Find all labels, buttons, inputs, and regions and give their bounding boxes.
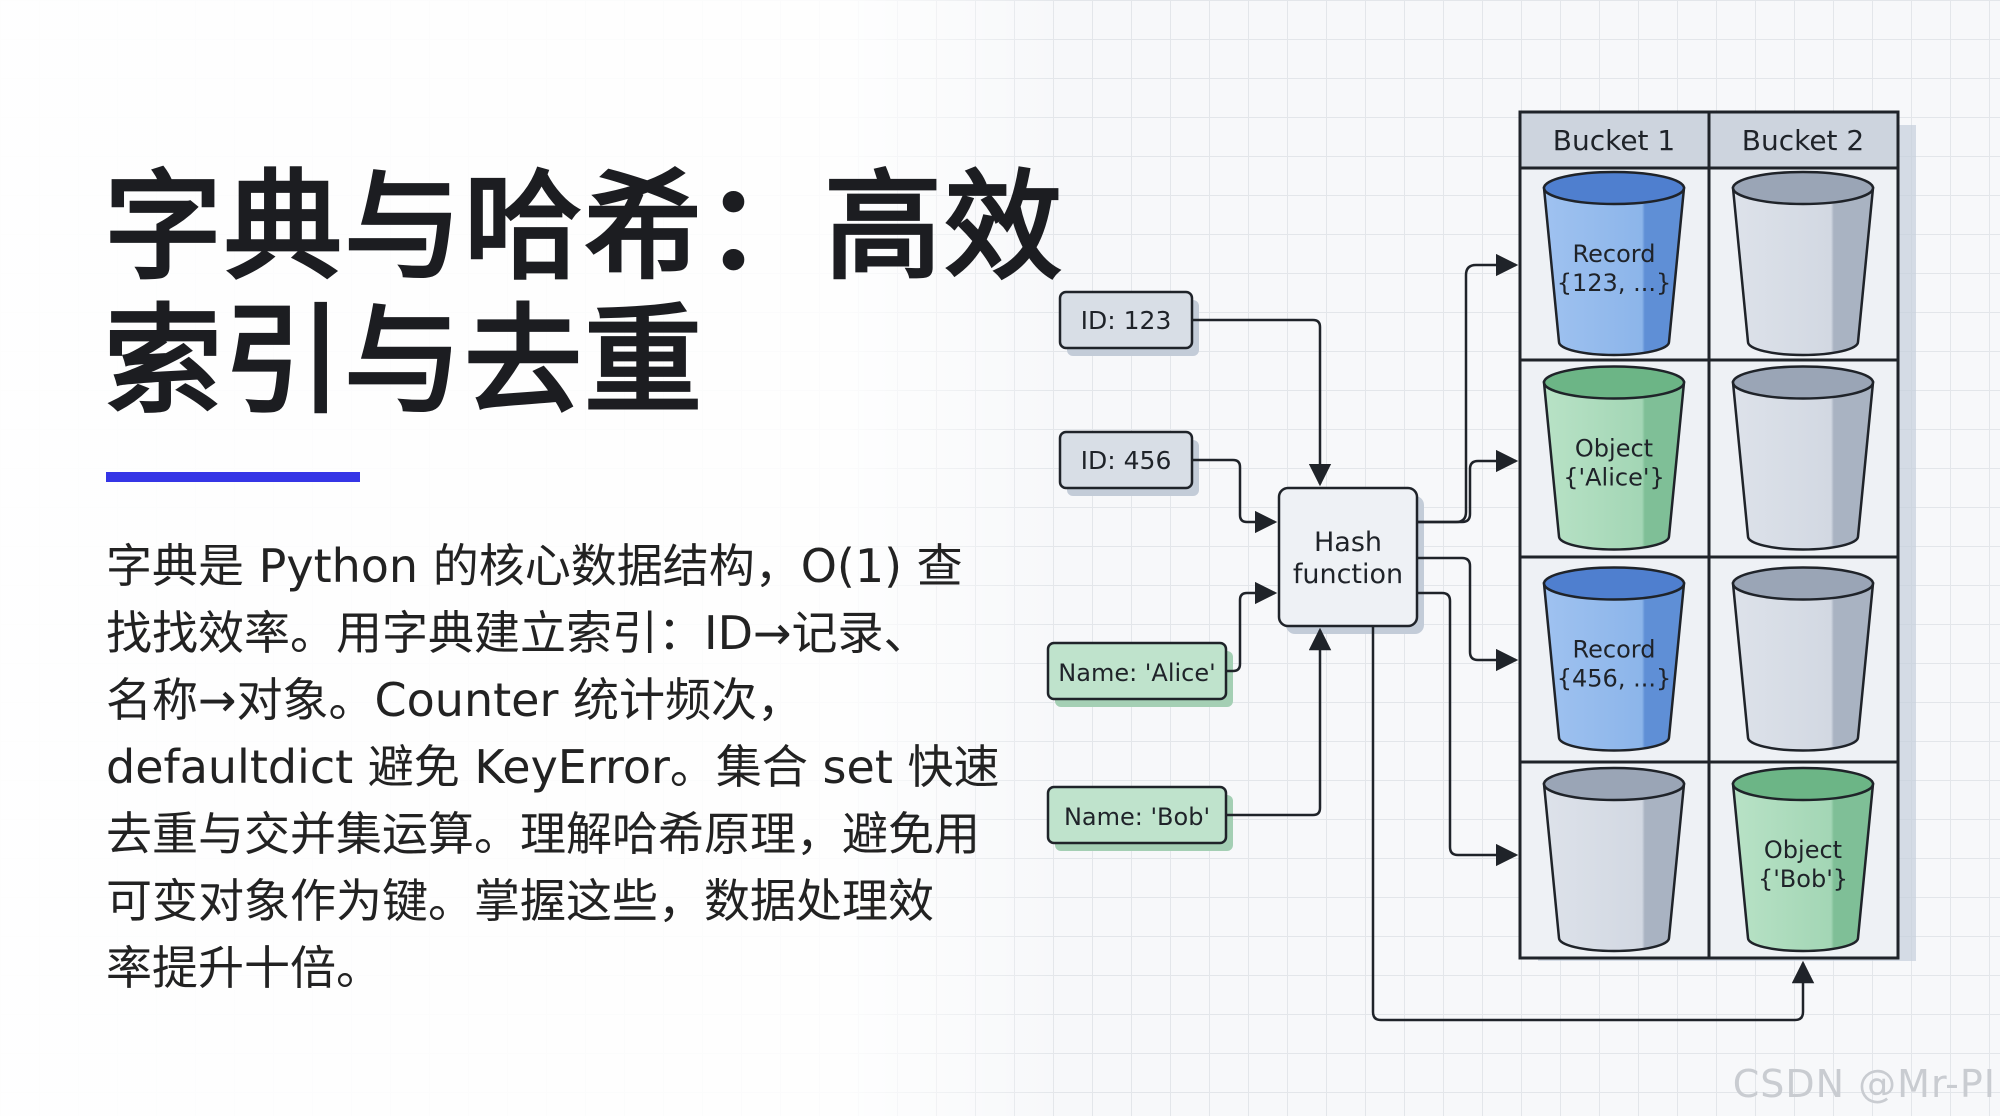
cylinder-body (1731, 186, 1875, 357)
body-line: 找找效率。用字典建立索引：ID→记录、 (106, 606, 930, 660)
cylinder-label: Object (1575, 435, 1653, 463)
body-line: defaultdict 避免 KeyError。集合 set 快速 (106, 740, 1000, 794)
text-backdrop (0, 0, 1060, 1116)
hash-function-box: Hash function (1277, 486, 1424, 634)
body-line: 字典是 Python 的核心数据结构，O(1) 查 (106, 539, 963, 593)
input-name-bob: Name: 'Bob' (1046, 785, 1233, 851)
arrow-id123-to-hash (1192, 318, 1332, 487)
cylinder-body (1542, 782, 1686, 953)
cylinder-top (1542, 170, 1686, 206)
arrow-hash-to-bucket-2 (1371, 626, 1815, 1022)
cylinder-body (1542, 381, 1686, 551)
cylinder-body (1731, 381, 1875, 551)
cylinder-body (1542, 186, 1686, 357)
body-line: 可变对象作为键。掌握这些，数据处理效 (106, 874, 934, 928)
input-label: ID: 123 (1081, 306, 1172, 335)
watermark: CSDN @Mr-PI (1732, 1062, 1996, 1106)
record-bucket-cylinder: Record{123, ...} (1542, 170, 1686, 357)
record-bucket-cylinder: Record{456, ...} (1542, 566, 1686, 752)
title-line-1: 字典与哈希：高效 (104, 158, 1065, 296)
empty-bucket-cylinder (1542, 766, 1686, 953)
title-underline (106, 472, 360, 482)
cylinder-top (1542, 566, 1686, 601)
bucket-2-header: Bucket 2 (1742, 124, 1865, 157)
cylinder-label: {'Alice'} (1563, 464, 1664, 492)
cylinder-body (1731, 582, 1875, 752)
cylinder-top (1542, 365, 1686, 400)
input-label: Name: 'Bob' (1064, 803, 1210, 831)
input-keys: ID: 123 ID: 456 Name: 'Alice' Name: 'Bob… (1046, 290, 1233, 851)
cylinder-label: Object (1764, 836, 1842, 864)
hash-label-line-1: Hash (1314, 527, 1382, 558)
arrow-hash-to-row-1 (1417, 253, 1519, 524)
input-id-456: ID: 456 (1058, 430, 1199, 496)
empty-bucket-cylinder (1731, 170, 1875, 357)
cylinder-top (1731, 170, 1875, 206)
arrow-hash-to-row-3 (1417, 556, 1519, 672)
input-name-alice: Name: 'Alice' (1046, 641, 1233, 707)
input-id-123: ID: 123 (1058, 290, 1199, 356)
body-line: 名称→对象。Counter 统计频次， (106, 673, 803, 727)
empty-bucket-cylinder (1731, 566, 1875, 752)
input-label: Name: 'Alice' (1058, 659, 1215, 687)
arrow-alice-to-hash (1226, 581, 1278, 673)
body-paragraph: 字典是 Python 的核心数据结构，O(1) 查 找找效率。用字典建立索引：I… (106, 533, 1046, 1002)
empty-bucket-cylinder (1731, 365, 1875, 551)
output-connectors (1371, 253, 1815, 1022)
body-line: 率提升十倍。 (106, 941, 382, 995)
input-connectors (1192, 318, 1332, 817)
object-bucket-cylinder: Object{'Alice'} (1542, 365, 1686, 551)
arrow-id456-to-hash (1192, 458, 1278, 534)
bucket-cells: Record{123, ...}Object{'Alice'}Record{45… (1542, 170, 1875, 953)
arrow-hash-to-row-4 (1417, 591, 1519, 867)
cylinder-label: {'Bob'} (1758, 865, 1848, 893)
arrow-hash-to-row-2 (1417, 449, 1519, 524)
cylinder-body (1731, 782, 1875, 953)
object-bucket-cylinder: Object{'Bob'} (1731, 766, 1875, 953)
cylinder-label: Record (1573, 636, 1656, 664)
bucket-1-header: Bucket 1 (1553, 124, 1676, 157)
cylinder-label: {456, ...} (1557, 665, 1672, 693)
cylinder-top (1731, 566, 1875, 601)
title-line-2: 索引与去重 (104, 292, 705, 430)
page-title: 字典与哈希：高效 索引与去重 (104, 160, 1084, 428)
body-line: 去重与交并集运算。理解哈希原理，避免用 (106, 807, 980, 861)
cylinder-label: Record (1573, 240, 1656, 268)
cylinder-label: {123, ...} (1557, 269, 1672, 297)
cylinder-top (1731, 766, 1875, 802)
cylinder-top (1731, 365, 1875, 400)
input-label: ID: 456 (1081, 446, 1172, 475)
arrow-bob-to-hash (1226, 627, 1332, 817)
cylinder-body (1542, 582, 1686, 752)
cylinder-top (1542, 766, 1686, 802)
hash-label-line-2: function (1293, 559, 1403, 590)
